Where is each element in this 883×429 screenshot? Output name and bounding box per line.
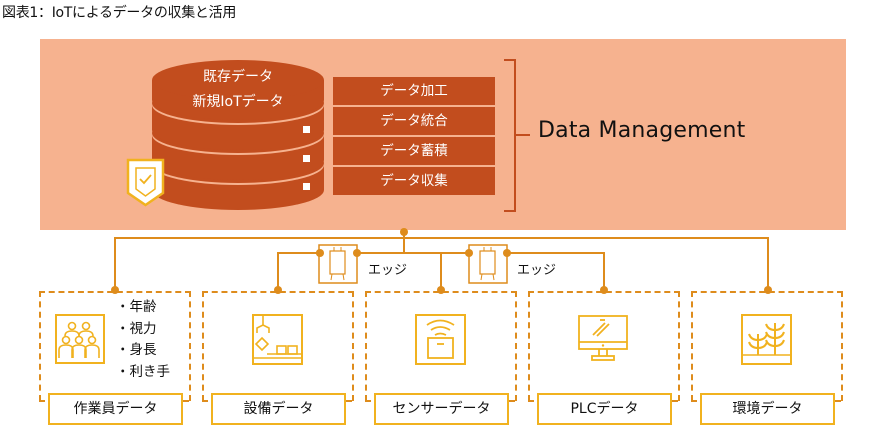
plant-environment-icon xyxy=(741,314,792,365)
source-card-plc xyxy=(528,291,680,401)
process-item: データ収集 xyxy=(333,167,495,195)
wireless-sensor-icon xyxy=(415,314,466,365)
database-cylinder xyxy=(152,60,324,210)
source-label-environment: 環境データ xyxy=(700,393,835,425)
source-card-workers xyxy=(39,291,191,401)
source-card-equipment xyxy=(202,291,354,401)
source-label-plc: PLCデータ xyxy=(537,393,672,425)
database-label-existing: 既存データ xyxy=(203,69,273,85)
bracket-tick xyxy=(516,134,530,136)
attribute-item: ・年齢 xyxy=(116,299,157,315)
process-list: データ加工 データ統合 データ蓄積 データ収集 xyxy=(333,77,495,197)
process-item: データ統合 xyxy=(333,107,495,135)
data-management-label: Data Management xyxy=(538,118,746,143)
bracket xyxy=(504,59,516,212)
attribute-item: ・身長 xyxy=(116,342,157,358)
edge-device-icon xyxy=(318,244,358,284)
worker-attributes-list: ・年齢 ・視力 ・身長 ・利き手 xyxy=(116,297,170,383)
computer-monitor-icon xyxy=(578,315,628,361)
figure-title: 図表1：IoTによるデータの収集と活用 xyxy=(2,5,237,21)
source-label-workers: 作業員データ xyxy=(48,393,183,425)
edge-device-icon xyxy=(468,244,508,284)
workers-group-icon xyxy=(55,314,105,364)
factory-equipment-icon xyxy=(252,314,303,365)
process-item: データ蓄積 xyxy=(333,137,495,165)
source-card-sensor xyxy=(365,291,517,401)
attribute-item: ・利き手 xyxy=(116,363,170,380)
source-label-sensor: センサーデータ xyxy=(374,393,509,425)
edge-label: エッジ xyxy=(517,263,557,278)
database-label-new-iot: 新規IoTデータ xyxy=(192,94,284,110)
process-item: データ加工 xyxy=(333,77,495,105)
source-label-equipment: 設備データ xyxy=(211,393,346,425)
edge-label: エッジ xyxy=(368,263,408,278)
shield-check-icon xyxy=(126,158,165,207)
attribute-item: ・視力 xyxy=(116,320,157,337)
source-card-environment xyxy=(691,291,843,401)
